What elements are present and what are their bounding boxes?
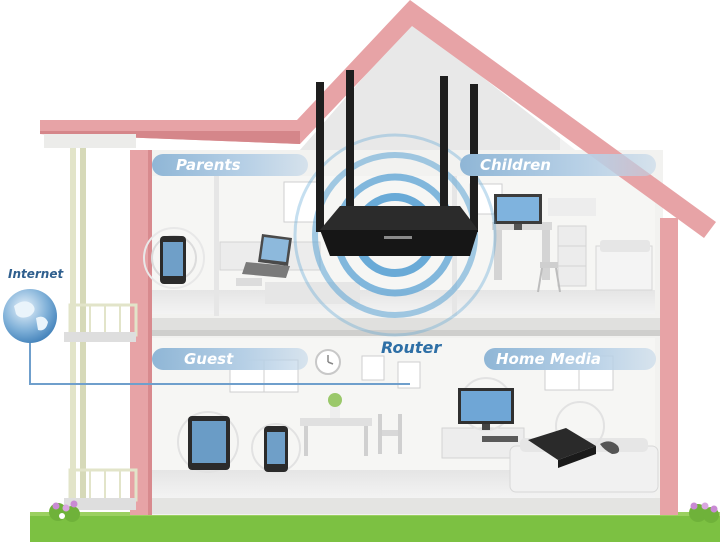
flower-bush-left [49, 500, 80, 522]
roof [40, 0, 716, 238]
tablet-icon [177, 411, 239, 473]
room-tab-parents [152, 154, 308, 176]
smartphone-icon-parents [143, 227, 205, 289]
room-tab-guest [152, 348, 308, 370]
right-wall [660, 218, 678, 515]
room-label-parents: Parents [176, 156, 241, 174]
room-label-guest: Guest [184, 350, 234, 368]
flower-bush-right [689, 502, 719, 523]
room-label-home-media: Home Media [496, 350, 601, 368]
television-icon [458, 377, 514, 431]
laptop-icon [242, 234, 292, 278]
ground [30, 512, 720, 542]
floor-slab [138, 318, 663, 332]
room-label-children: Children [480, 156, 551, 174]
internet-cable [29, 343, 410, 385]
wall-clock-icon [315, 349, 341, 375]
left-wall [130, 150, 150, 515]
room-tab-children [460, 154, 656, 176]
room-tab-home-media [484, 348, 656, 370]
porch-roof [44, 134, 136, 148]
internet-globe-icon [3, 289, 57, 343]
internet-label: Internet [8, 267, 64, 281]
game-console-icon [528, 401, 620, 468]
desktop-computer-icon [494, 194, 542, 230]
router-label: Router [381, 338, 442, 357]
smartphone-icon-guest [251, 423, 301, 473]
